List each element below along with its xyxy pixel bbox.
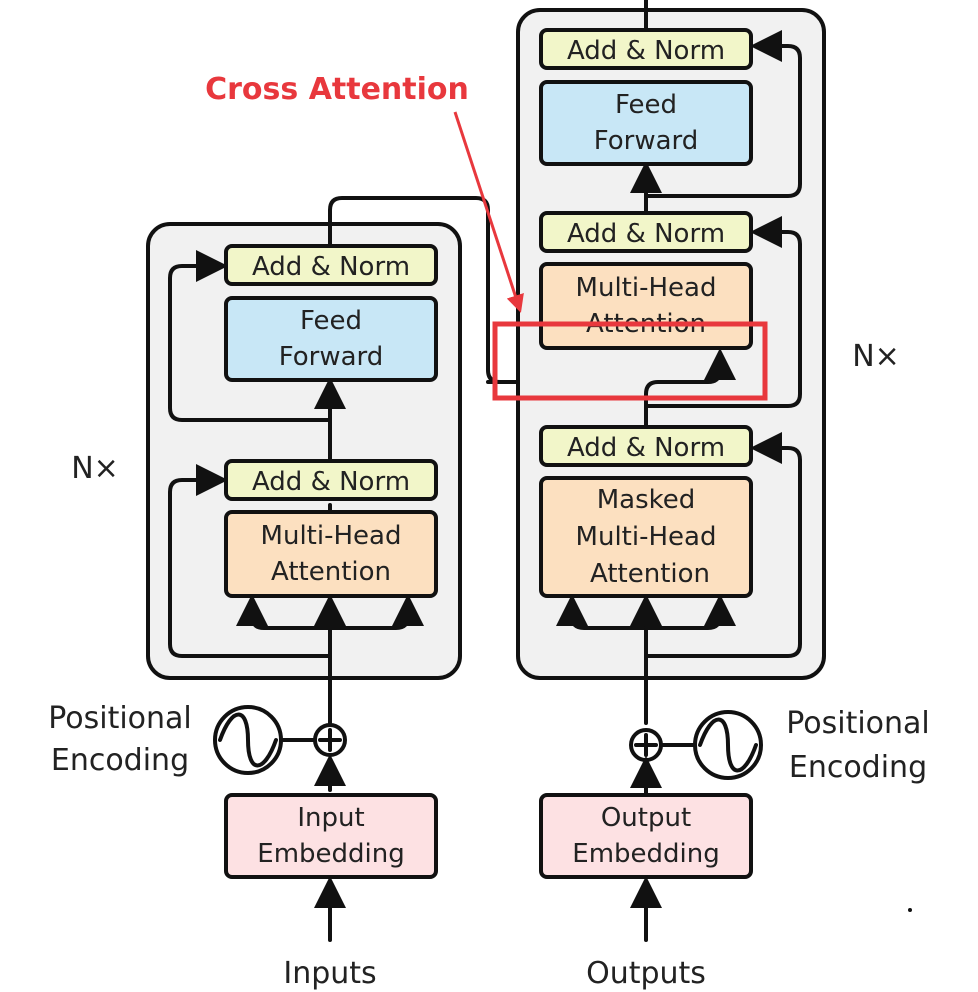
encoder-positional-label-1: Positional [48,701,192,736]
decoder-to-cross-right [644,348,736,428]
decoder-cross-attention [539,262,753,350]
decoder-add-norm-top-label: Add & Norm [567,36,725,66]
encoder-sine-icon [218,712,278,768]
encoder-feed-forward [224,296,438,382]
encoder-add-norm-bottom-label: Add & Norm [252,467,410,497]
decoder-residual-bottom [644,432,802,658]
encoder-embedding-label-2: Embedding [257,839,404,869]
decoder-feed-forward-label-2: Forward [594,126,699,156]
decoder-masked-label-2: Multi-Head [576,522,717,552]
decoder-masked-branch-right [644,594,736,630]
decoder-residual-top [644,30,802,198]
encoder-multi-head-attention [224,510,438,598]
encoder-repeat-label: N× [71,451,119,486]
cross-attention-highlight-box [492,321,768,401]
decoder-embedding-label-2: Embedding [572,839,719,869]
encoder-embedding-label-1: Input [297,803,364,833]
encoder-feed-forward-label-2: Forward [279,342,384,372]
decoder-cross-attention-label-1: Multi-Head [576,273,717,303]
encoder-residual-bottom [168,464,332,658]
inputs-label: Inputs [283,956,376,991]
decoder-positional-label-1: Positional [786,706,930,741]
cross-attention-annotation: Cross Attention [205,72,469,107]
decoder-feed-forward-label-1: Feed [615,90,677,120]
decoder-add-norm-bottom-label: Add & Norm [567,433,725,463]
decoder-embedding-label-1: Output [601,803,691,833]
cross-attention-pointer [453,111,524,313]
outputs-label: Outputs [586,956,706,991]
encoder-attn-branch-left [236,594,332,630]
decoder-sine-icon [698,717,758,773]
decoder-residual-middle [644,216,802,408]
encoder-add-norm-top-label: Add & Norm [252,252,410,282]
encoder-plus-icon [318,728,342,752]
decoder-positional-label-2: Encoding [789,750,927,785]
decoder-feed-forward [539,80,753,166]
decoder-add-norm-middle [539,211,753,253]
encoder-attn-branch-right [328,594,424,630]
encoder-residual-top [168,250,332,422]
encoder-attention-label-1: Multi-Head [261,521,402,551]
decoder-repeat-label: N× [852,339,900,374]
decoder-masked-label-1: Masked [597,485,696,515]
decoder-masked-multi-head-attention [539,476,753,598]
decoder-masked-branch-left [556,594,648,630]
decoder-add-norm-top [539,28,753,70]
encoder-add-norm-bottom [224,459,438,501]
decoder-add-norm-middle-label: Add & Norm [567,219,725,249]
encoder-add-norm-top [224,244,438,286]
decoder-add-norm-bottom [539,425,753,467]
encoder-attention-label-2: Attention [271,557,391,587]
decoder-masked-label-3: Attention [590,559,710,589]
encoder-feed-forward-label-1: Feed [300,306,362,336]
encoder-positional-label-2: Encoding [51,743,189,778]
encoder-stack [146,222,462,680]
decoder-plus-icon [634,733,658,757]
